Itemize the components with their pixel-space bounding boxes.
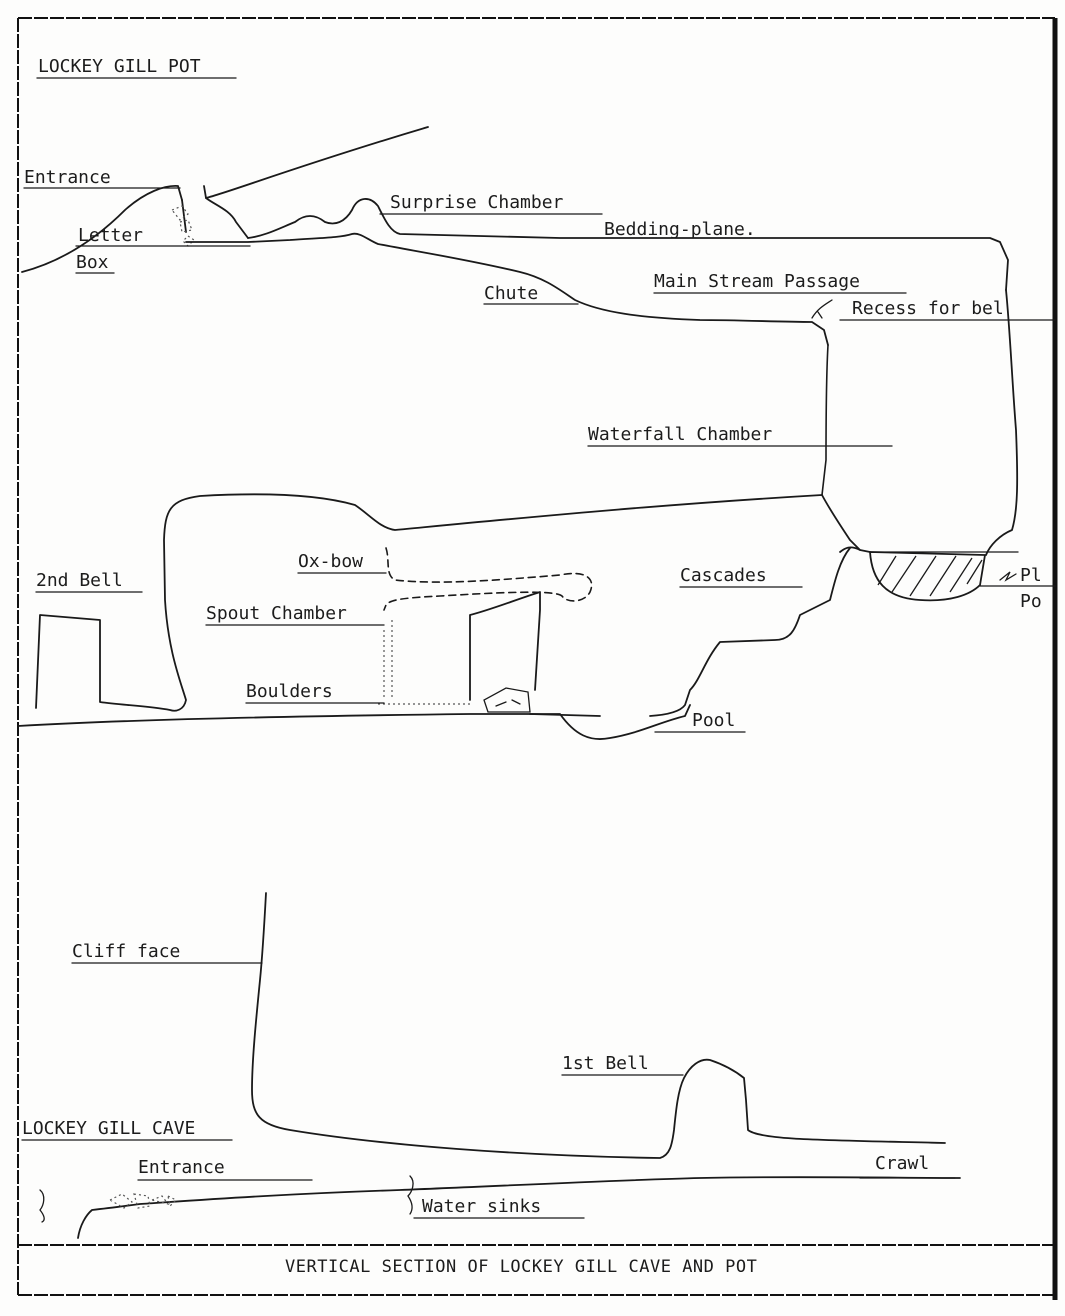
bedding-plane-floor [185, 232, 829, 346]
label-second-bell: 2nd Bell [36, 570, 123, 591]
label-box: Box [76, 252, 109, 273]
label-bedding-plane: Bedding-plane. [604, 219, 756, 240]
cave-title: LOCKEY GILL CAVE [22, 1118, 195, 1139]
label-pool: Pool [692, 710, 735, 731]
label-spout-chamber: Spout Chamber [206, 603, 347, 624]
surface-line [21, 185, 183, 273]
bedding-plane-roof [247, 198, 1009, 291]
label-recess: Recess for bel [852, 298, 1004, 319]
plunge-pool [869, 551, 986, 602]
label-ox-bow: Ox-bow [298, 551, 363, 572]
cascades-wall [649, 547, 851, 717]
label-surprise-chamber: Surprise Chamber [390, 192, 564, 213]
label-plunge-pool-b: Po [1020, 591, 1042, 612]
label-cascades: Cascades [680, 565, 767, 586]
main-floor-line [17, 704, 691, 740]
label-boulders: Boulders [246, 681, 333, 702]
label-plunge-pool-a: Pl [1020, 565, 1042, 586]
label-main-stream-passage: Main Stream Passage [654, 271, 860, 292]
label-water-sinks: Water sinks [422, 1196, 541, 1217]
cliff-face [251, 892, 946, 1159]
sheet-border [17, 17, 1055, 1296]
label-entrance: Entrance [24, 167, 111, 188]
label-first-bell: 1st Bell [562, 1053, 649, 1074]
plunge-pool-hatching [877, 555, 983, 597]
label-cave-entrance: Entrance [138, 1157, 225, 1178]
label-chute: Chute [484, 283, 538, 304]
ox-bow-passage [383, 547, 593, 611]
pot-title: LOCKEY GILL POT [38, 56, 201, 77]
label-cliff-face: Cliff face [72, 941, 180, 962]
cave-floor [77, 1176, 961, 1239]
figure-caption: VERTICAL SECTION OF LOCKEY GILL CAVE AND… [285, 1257, 757, 1277]
label-crawl: Crawl [875, 1153, 929, 1174]
label-waterfall-chamber: Waterfall Chamber [588, 424, 772, 445]
label-letter: Letter [78, 225, 143, 246]
